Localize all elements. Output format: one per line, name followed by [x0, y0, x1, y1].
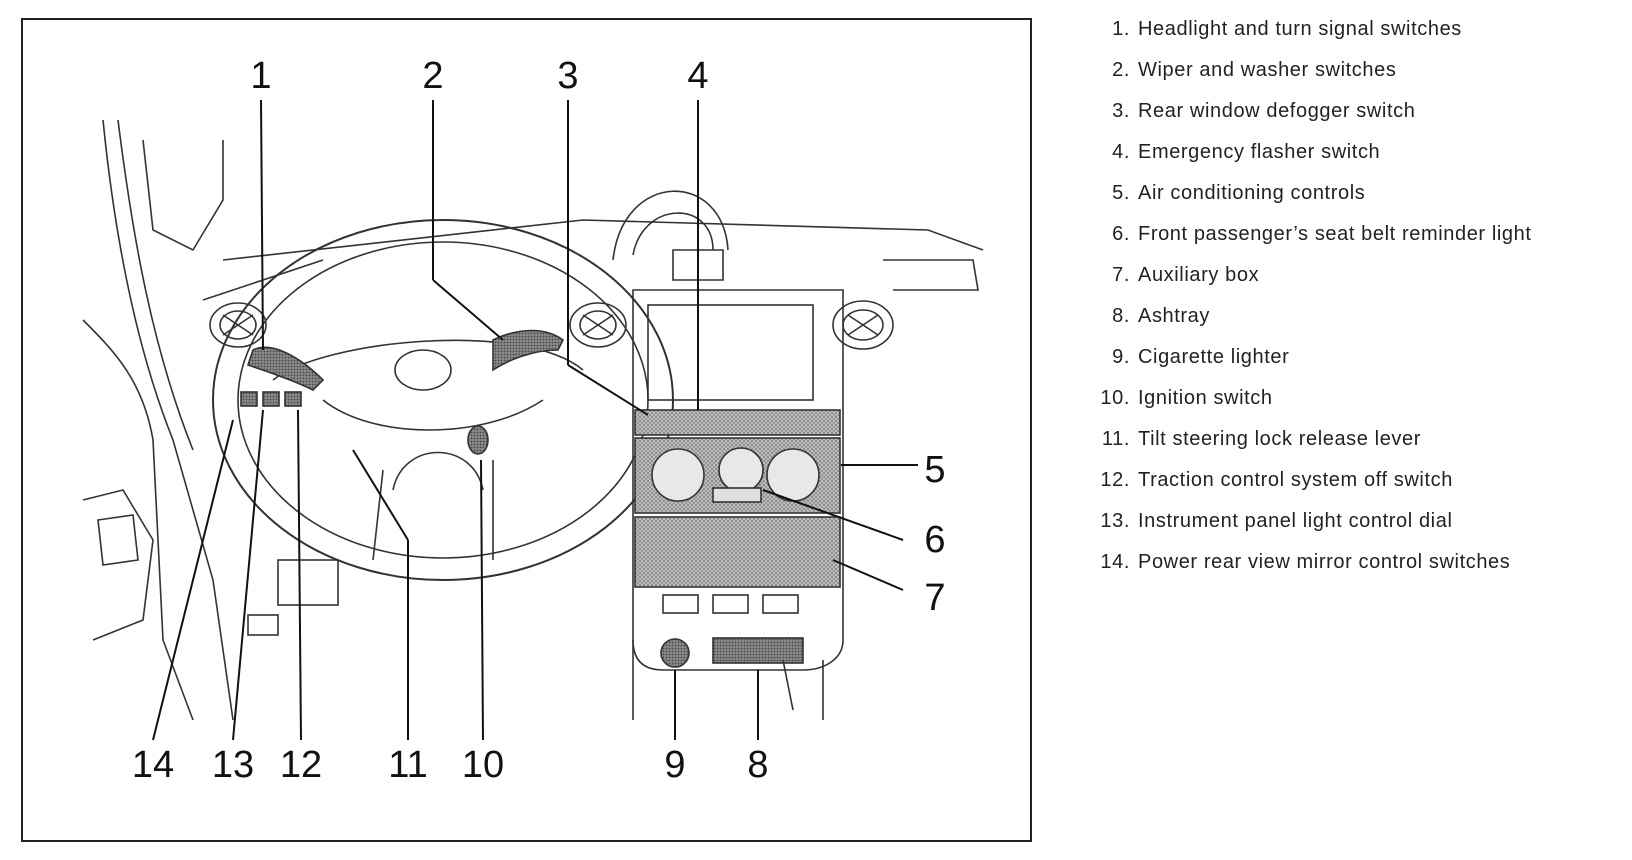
- callout-13: 13: [212, 744, 254, 786]
- legend-text: Power rear view mirror control switches: [1138, 551, 1511, 573]
- legend-text: Tilt steering lock release lever: [1138, 428, 1422, 450]
- callout-10: 10: [462, 744, 504, 786]
- legend-text: Emergency flasher switch: [1138, 141, 1381, 163]
- legend-number: 4.: [1112, 141, 1130, 163]
- legend-item: 13. Instrument panel light control dial: [1090, 510, 1620, 532]
- legend-text: Headlight and turn signal switches: [1138, 18, 1462, 40]
- legend-item: 7. Auxiliary box: [1090, 264, 1620, 286]
- legend-number: 12.: [1100, 469, 1130, 491]
- legend-text: Instrument panel light control dial: [1138, 510, 1453, 532]
- legend-number: 3.: [1112, 100, 1130, 122]
- legend-number: 10.: [1100, 387, 1130, 409]
- legend-number: 1.: [1112, 18, 1130, 40]
- legend-item: 9. Cigarette lighter: [1090, 346, 1620, 368]
- callout-1: 1: [250, 55, 271, 97]
- legend-number: 6.: [1112, 223, 1130, 245]
- legend-number: 5.: [1112, 182, 1130, 204]
- callout-14: 14: [132, 744, 174, 786]
- callout-4: 4: [687, 55, 708, 97]
- legend-text: Wiper and washer switches: [1138, 59, 1397, 81]
- legend-number: 2.: [1112, 59, 1130, 81]
- legend-item: 11. Tilt steering lock release lever: [1090, 428, 1620, 450]
- callout-2: 2: [422, 55, 443, 97]
- legend-item: 1. Headlight and turn signal switches: [1090, 18, 1620, 40]
- legend-item: 2. Wiper and washer switches: [1090, 59, 1620, 81]
- legend-item: 10. Ignition switch: [1090, 387, 1620, 409]
- dashboard-illustration: 1 2 3 4 5 6 7 14 13 12 11 10 9 8: [21, 18, 1032, 842]
- callout-6: 6: [924, 519, 945, 561]
- line-art: [82, 119, 984, 721]
- callout-12: 12: [280, 744, 322, 786]
- legend-number: 8.: [1112, 305, 1130, 327]
- legend-number: 13.: [1100, 510, 1130, 532]
- legend-text: Ignition switch: [1138, 387, 1273, 409]
- legend-text: Air conditioning controls: [1138, 182, 1366, 204]
- legend-text: Traction control system off switch: [1138, 469, 1453, 491]
- legend-item: 8. Ashtray: [1090, 305, 1620, 327]
- legend-text: Auxiliary box: [1138, 264, 1260, 286]
- callout-7: 7: [924, 577, 945, 619]
- callout-8: 8: [747, 744, 768, 786]
- legend-item: 14. Power rear view mirror control switch…: [1090, 551, 1620, 573]
- legend-text: Front passenger’s seat belt reminder lig…: [1138, 223, 1532, 245]
- callout-9: 9: [664, 744, 685, 786]
- legend-item: 12. Traction control system off switch: [1090, 469, 1620, 491]
- legend-text: Ashtray: [1138, 305, 1211, 327]
- legend-number: 14.: [1100, 551, 1130, 573]
- parts-legend: 1. Headlight and turn signal switches 2. W…: [1090, 18, 1620, 592]
- callout-11: 11: [388, 744, 427, 786]
- legend-number: 9.: [1112, 346, 1130, 368]
- dashboard-drawing: 1 2 3 4 5 6 7 14 13 12 11 10 9 8: [82, 55, 984, 786]
- legend-item: 3. Rear window defogger switch: [1090, 100, 1620, 122]
- callout-numbers: 1 2 3 4 5 6 7 14 13 12 11 10 9 8: [132, 55, 946, 786]
- legend-number: 11.: [1101, 428, 1130, 450]
- legend-item: 6. Front passenger’s seat belt reminder l…: [1090, 223, 1620, 245]
- legend-item: 5. Air conditioning controls: [1090, 182, 1620, 204]
- leader-lines: [152, 99, 918, 741]
- legend-item: 4. Emergency flasher switch: [1090, 141, 1620, 163]
- legend-number: 7.: [1112, 264, 1130, 286]
- callout-5: 5: [924, 449, 945, 491]
- legend-text: Rear window defogger switch: [1138, 100, 1416, 122]
- legend-text: Cigarette lighter: [1138, 346, 1290, 368]
- callout-3: 3: [557, 55, 578, 97]
